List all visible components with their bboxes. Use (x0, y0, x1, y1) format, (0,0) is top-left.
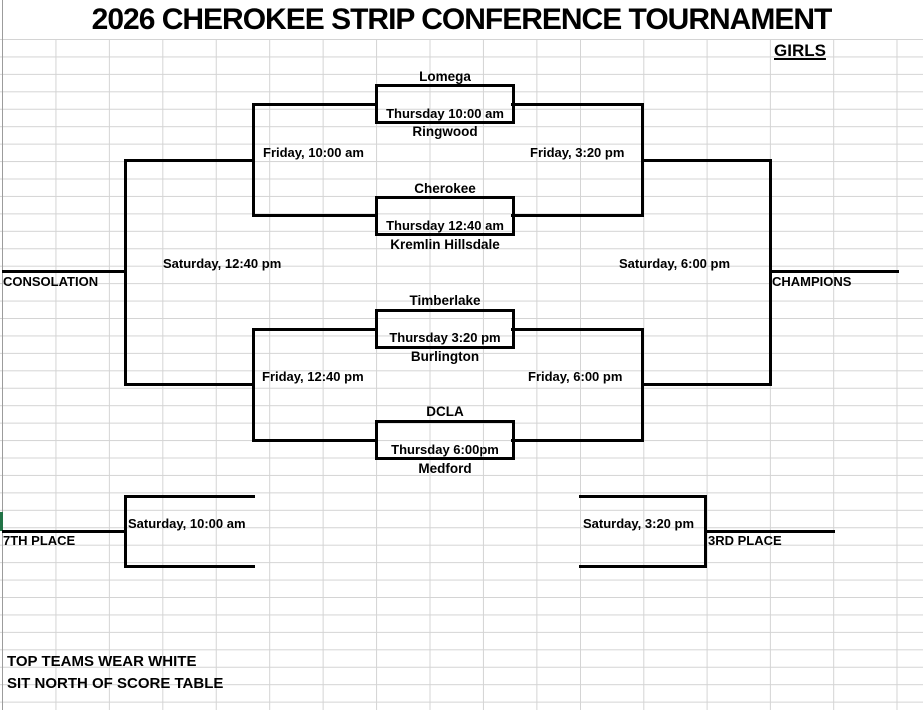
round-label-championship: Saturday, 6:00 pm (619, 256, 731, 271)
bracket-line-g2-right (511, 213, 644, 217)
bracket-line-left-semi-top-winner (123, 158, 255, 162)
bracket-line-g4-left (253, 438, 378, 442)
bracket-line-consolation-winner (2, 269, 127, 273)
note-sit-north: SIT NORTH OF SCORE TABLE (7, 675, 224, 692)
game3-time: Thursday 3:20 pm (389, 330, 501, 345)
round-label-left-semi-bottom: Friday, 12:40 pm (262, 369, 364, 384)
bracket-line-g3-left (253, 327, 378, 331)
bracket-line-3rd-bottom (579, 564, 707, 568)
bracket-line-g3-right (511, 327, 644, 331)
round-label-3rd-place-game: Saturday, 3:20 pm (583, 516, 695, 531)
third-place-label: 3RD PLACE (708, 533, 782, 548)
game4-top-team: DCLA (426, 404, 464, 419)
game2-bottom-team: Kremlin Hillsdale (390, 237, 500, 252)
game1-time: Thursday 10:00 am (386, 106, 504, 121)
game4-bottom-team: Medford (418, 461, 472, 476)
selected-cell-indicator (0, 512, 3, 531)
game3-bottom-team: Burlington (410, 349, 480, 364)
division-label: GIRLS (774, 41, 826, 60)
seventh-place-label: 7TH PLACE (3, 533, 76, 548)
game1-bottom-team: Ringwood (412, 124, 478, 139)
bracket-line-3rd-top (579, 494, 707, 498)
bracket-line-champions-winner (768, 269, 899, 273)
bracket-line-g2-left (253, 213, 378, 217)
consolation-label: CONSOLATION (3, 274, 99, 289)
champions-label: CHAMPIONS (772, 274, 852, 289)
bracket-line-7th-bottom (123, 564, 255, 568)
round-label-right-semi-top: Friday, 3:20 pm (530, 145, 625, 160)
bracket-line-g4-right (511, 438, 644, 442)
bracket-line-7th-winner (2, 529, 127, 533)
game3-top-team: Timberlake (409, 293, 481, 308)
game2-time: Thursday 12:40 am (386, 218, 504, 233)
game2-top-team: Cherokee (414, 181, 476, 196)
sheet-grid-right[interactable] (580, 39, 923, 710)
game1-top-team: Lomega (419, 69, 471, 84)
round-label-consolation-final: Saturday, 12:40 pm (163, 256, 282, 271)
bracket-line-left-semi-bottom-winner (123, 382, 255, 386)
bracket-line-7th-top (123, 494, 255, 498)
bracket-line-right-semi-top-winner (640, 158, 772, 162)
bracket-line-g1-left (253, 102, 378, 106)
sheet-left-edge-line (2, 0, 3, 710)
sheet-grid-left[interactable] (0, 39, 580, 710)
page-title: 2026 CHEROKEE STRIP CONFERENCE TOURNAMEN… (91, 3, 833, 36)
bracket-line-g1-right (511, 102, 644, 106)
round-label-left-semi-top: Friday, 10:00 am (263, 145, 364, 160)
note-top-teams: TOP TEAMS WEAR WHITE (7, 653, 197, 670)
game4-time: Thursday 6:00pm (391, 442, 499, 457)
round-label-right-semi-bottom: Friday, 6:00 pm (528, 369, 623, 384)
round-label-7th-place-game: Saturday, 10:00 am (128, 516, 246, 531)
bracket-line-3rd-winner (703, 529, 835, 533)
bracket-line-right-semi-bottom-winner (640, 382, 772, 386)
